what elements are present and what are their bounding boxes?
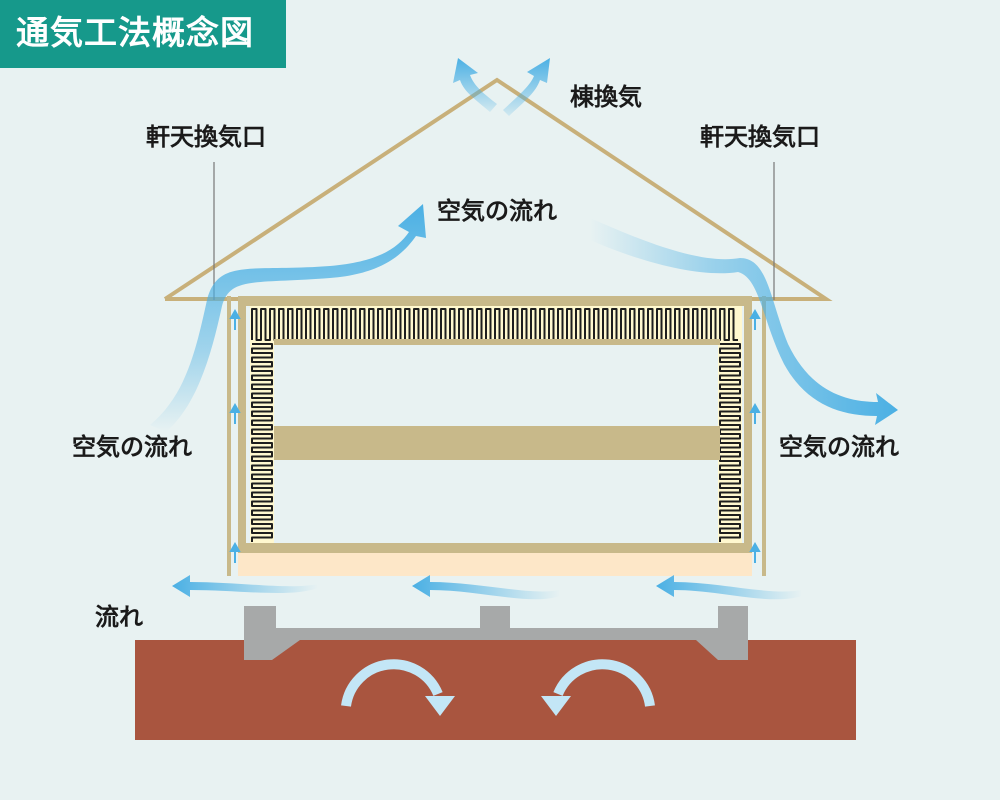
left-stud <box>238 306 246 558</box>
left-wall-insulation-zigzag <box>251 343 273 542</box>
airflow-right-label: 空気の流れ <box>779 433 899 461</box>
mid-beam <box>274 426 720 460</box>
underfloor-flow-label: 流れ <box>95 603 143 631</box>
underfloor-arrow-2 <box>412 575 560 600</box>
wall-cavity-arrows <box>229 308 761 563</box>
airflow-attic-label: 空気の流れ <box>437 197 557 225</box>
foundation <box>244 606 748 660</box>
floor-frame <box>246 543 744 553</box>
ridge-vent-label: 棟換気 <box>570 83 642 111</box>
ridge-vent-left-arrow <box>453 58 497 112</box>
ceiling-insulation-zigzag <box>251 308 738 341</box>
left-outer-wall <box>227 296 231 576</box>
airflow-left-arrow <box>150 204 426 432</box>
soil-arrow-head-right <box>541 696 571 716</box>
page-title: 通気工法概念図 <box>16 13 254 52</box>
eave-vent-left-label: 軒天換気口 <box>146 123 266 151</box>
right-outer-wall <box>762 296 766 576</box>
ceiling-board <box>238 296 752 306</box>
inner-frame-top <box>274 339 720 345</box>
right-stud <box>744 306 752 558</box>
ridge-vent-right-arrow <box>503 58 550 116</box>
underfloor-arrow-1 <box>172 575 318 597</box>
soil-arrow-head-left <box>425 696 455 716</box>
underfloor-arrow-3 <box>656 575 802 600</box>
floor-board <box>238 553 752 576</box>
airflow-left-label: 空気の流れ <box>72 433 192 461</box>
soil-circulation-arrows <box>341 659 655 707</box>
title-badge: 通気工法概念図 <box>0 0 286 68</box>
airflow-right-arrow <box>590 218 898 425</box>
eave-vent-right-label: 軒天換気口 <box>700 123 820 151</box>
